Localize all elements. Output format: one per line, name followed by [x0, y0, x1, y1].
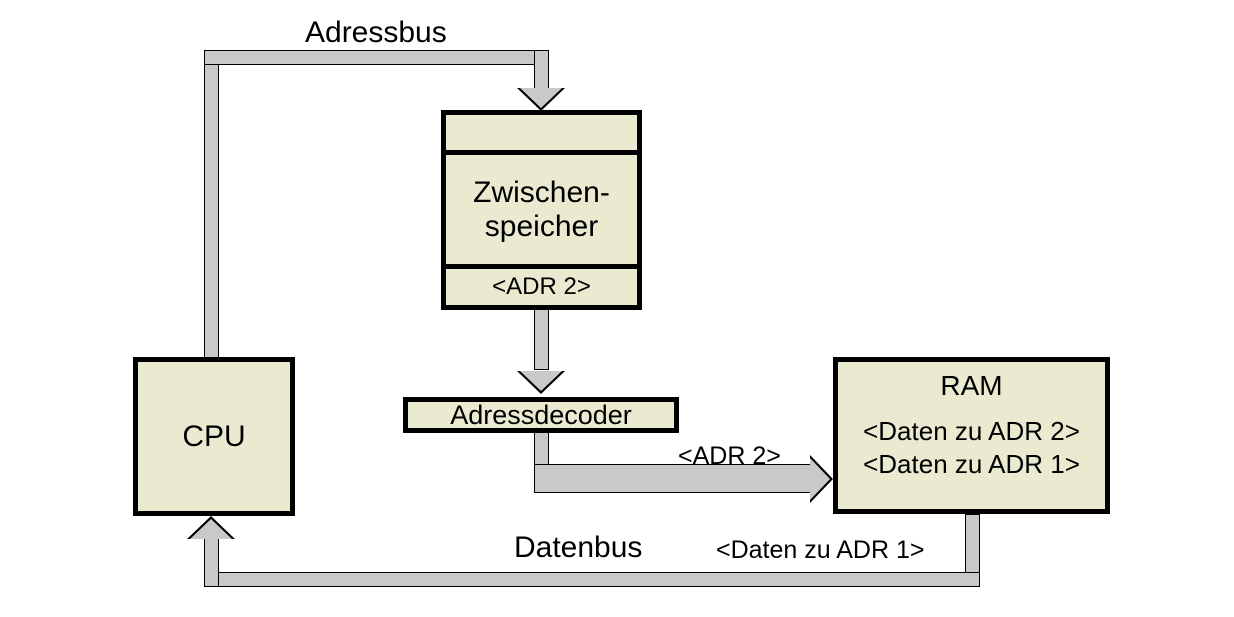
- adressbus-vertical-right-segment: [534, 50, 549, 92]
- adressbus-vertical-left-segment: [204, 50, 219, 358]
- ram-data-line-2: <Daten zu ADR 1>: [863, 448, 1080, 479]
- ram-data-line-1: <Daten zu ADR 2>: [863, 416, 1080, 447]
- zwischenspeicher-box: Zwischen- speicher <ADR 2>: [441, 110, 642, 310]
- adressbus-arrowhead-into-zwischenspeicher-fill: [520, 88, 562, 108]
- zwischenspeicher-label-line1: Zwischen-: [473, 175, 610, 209]
- adressdecoder-box: Adressdecoder: [403, 397, 679, 433]
- ram-box: RAM <Daten zu ADR 2> <Daten zu ADR 1>: [833, 357, 1110, 514]
- datenbus-label: Datenbus: [514, 531, 643, 564]
- cpu-box: CPU: [133, 357, 295, 516]
- zwischenspeicher-empty-band: [446, 115, 637, 150]
- decoder-to-ram-address-label: <ADR 2>: [678, 442, 781, 470]
- adressdecoder-arrowhead-fill: [520, 371, 562, 391]
- adressbus-label: Adressbus: [305, 16, 447, 49]
- datenbus-vertical-left-segment: [204, 538, 219, 587]
- zwischenspeicher-to-adressdecoder-segment: [534, 308, 549, 370]
- ram-address-arrowhead-fill: [810, 458, 830, 500]
- zwischenspeicher-label-band: Zwischen- speicher: [446, 150, 637, 269]
- adressbus-horizontal-top-segment: [204, 50, 541, 65]
- zwischenspeicher-value-band: <ADR 2>: [492, 273, 591, 300]
- adressdecoder-label: Adressdecoder: [450, 399, 632, 430]
- ram-title: RAM: [940, 370, 1003, 401]
- datenbus-horizontal-bottom-segment: [204, 572, 980, 587]
- adressdecoder-to-ram-horizontal-segment: [534, 464, 812, 493]
- datenbus-arrowhead-into-cpu-fill: [190, 519, 232, 539]
- cpu-label: CPU: [182, 419, 246, 453]
- zwischenspeicher-label-line2: speicher: [484, 209, 599, 243]
- ram-to-cpu-data-label: <Daten zu ADR 1>: [716, 536, 925, 564]
